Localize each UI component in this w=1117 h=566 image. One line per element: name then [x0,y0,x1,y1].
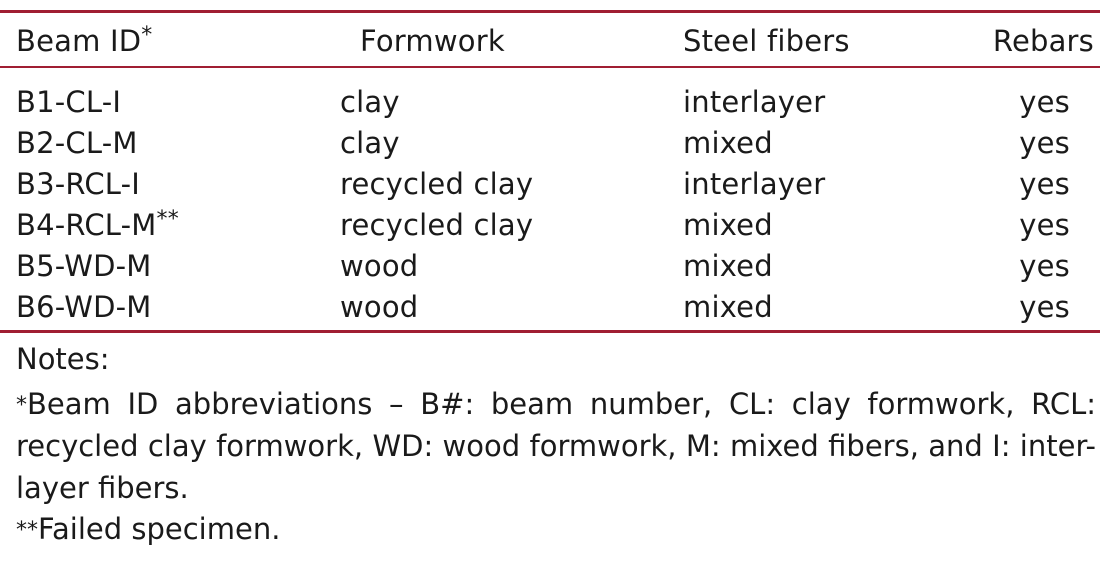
table-bottom-rule [0,330,1100,333]
cell-beam-id-text: B1-CL-I [16,85,122,119]
cell-beam-id: B3-RCL-I [16,166,140,202]
cell-formwork-text: clay [340,85,400,119]
cell-formwork: clay [340,84,400,120]
cell-steel-fibers: interlayer [683,166,825,202]
note-2-mark: ** [16,518,38,543]
notes-title: Notes: [16,342,110,376]
cell-beam-id-text: B4-RCL-M [16,208,157,242]
cell-steel-fibers: mixed [683,289,773,325]
cell-beam-id: B5-WD-M [16,248,152,284]
cell-rebars: yes [1019,166,1070,202]
note-failed-specimen: **Failed specimen. [16,508,1096,550]
table-top-rule [0,10,1100,13]
cell-rebars: yes [1019,248,1070,284]
cell-steel-fibers-text: mixed [683,290,773,324]
cell-beam-id-text: B5-WD-M [16,249,152,283]
header-beam-id: Beam ID* [16,23,153,58]
cell-steel-fibers-text: interlayer [683,167,826,201]
cell-steel-fibers: mixed [683,207,773,243]
note-1-mark: * [16,393,27,418]
cell-rebars: yes [1019,207,1070,243]
cell-formwork-text: recycled clay [340,167,534,201]
cell-rebars-text: yes [1019,290,1070,324]
cell-beam-id: B6-WD-M [16,289,152,325]
cell-steel-fibers-text: interlayer [683,85,826,119]
cell-rebars-text: yes [1019,126,1070,160]
cell-rebars-text: yes [1019,208,1070,242]
cell-steel-fibers-text: mixed [683,126,773,160]
cell-rebars: yes [1019,84,1070,120]
cell-formwork: clay [340,125,400,161]
table-header-rule [0,66,1100,68]
cell-steel-fibers: interlayer [683,84,825,120]
header-steel-fibers: Steel fibers [683,24,850,58]
cell-rebars: yes [1019,289,1070,325]
header-beam-id-footnote-mark: * [141,23,153,48]
cell-formwork: recycled clay [340,207,533,243]
header-rebars: Rebars [992,24,1094,58]
cell-steel-fibers-text: mixed [683,208,773,242]
header-formwork: Formwork [360,24,505,58]
cell-steel-fibers-text: mixed [683,249,773,283]
cell-beam-id: B4-RCL-M** [16,207,179,243]
cell-formwork: wood [340,289,418,325]
cell-rebars-text: yes [1019,167,1070,201]
cell-beam-id-footnote-mark: ** [156,207,179,232]
cell-formwork-text: wood [340,290,419,324]
cell-beam-id-text: B2-CL-M [16,126,138,160]
cell-beam-id: B2-CL-M [16,125,138,161]
cell-formwork: wood [340,248,418,284]
note-1-text: Beam ID abbreviations – B#: beam number,… [16,387,1096,505]
cell-rebars-text: yes [1019,85,1070,119]
cell-rebars: yes [1019,125,1070,161]
cell-beam-id-text: B6-WD-M [16,290,152,324]
note-2-text: Failed specimen. [38,512,281,546]
cell-rebars-text: yes [1019,249,1070,283]
cell-formwork: recycled clay [340,166,533,202]
cell-formwork-text: clay [340,126,400,160]
cell-formwork-text: wood [340,249,419,283]
cell-beam-id: B1-CL-I [16,84,121,120]
cell-steel-fibers: mixed [683,125,773,161]
cell-beam-id-text: B3-RCL-I [16,167,141,201]
cell-formwork-text: recycled clay [340,208,534,242]
cell-steel-fibers: mixed [683,248,773,284]
note-abbreviations: *Beam ID abbreviations – B#: beam number… [16,383,1096,509]
